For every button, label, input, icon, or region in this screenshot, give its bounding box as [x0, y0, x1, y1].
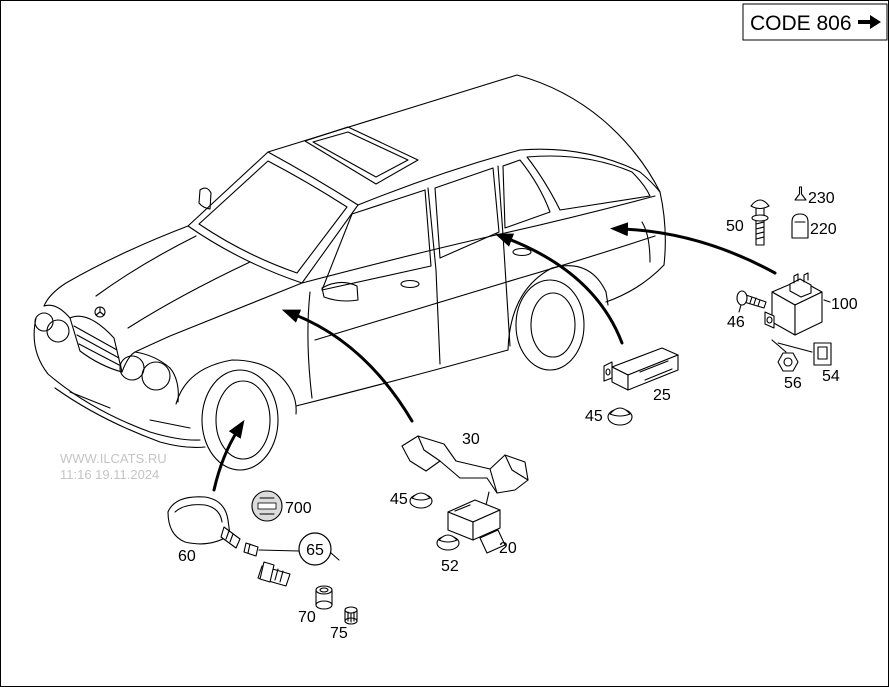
code-label: CODE 806	[750, 12, 852, 35]
part-drawing-52	[436, 534, 460, 551]
callout-30[interactable]: 30	[462, 431, 480, 448]
pointer-arrow	[610, 222, 777, 275]
callout-700[interactable]: 700	[285, 500, 312, 517]
callout-100[interactable]: 100	[831, 296, 858, 313]
callout-75[interactable]: 75	[330, 625, 348, 642]
part-drawing-54	[777, 342, 832, 366]
part-drawing-220	[791, 213, 809, 239]
part-drawing-56	[771, 339, 799, 372]
callout-25[interactable]: 25	[653, 387, 671, 404]
part-drawing-230	[794, 186, 807, 201]
watermark-timestamp: 11:16 19.11.2024	[60, 467, 159, 482]
part-drawing-25	[603, 347, 679, 391]
car-outline	[33, 74, 666, 471]
part-drawing-75	[344, 606, 358, 625]
part-drawing-valve	[257, 561, 291, 587]
callout-56[interactable]: 56	[784, 375, 802, 392]
part-drawing-45-right	[607, 407, 633, 426]
pointer-arrow	[281, 309, 414, 423]
part-drawing-20	[447, 499, 506, 554]
pointer-arrow	[494, 233, 624, 345]
callout-230[interactable]: 230	[808, 190, 835, 207]
part-drawing-45-left	[409, 492, 433, 509]
callout-52[interactable]: 52	[441, 558, 459, 575]
callout-45-left[interactable]: 45	[390, 491, 408, 508]
part-drawing-70	[315, 585, 333, 610]
watermark-site: WWW.ILCATS.RU	[60, 451, 167, 466]
right-arrow-icon	[858, 15, 881, 29]
code-badge: CODE 806	[742, 3, 888, 41]
part-drawing-30	[401, 435, 529, 506]
callout-20[interactable]: 20	[499, 540, 517, 557]
callout-65-group-marker	[258, 532, 340, 566]
part-drawing-50	[750, 199, 770, 246]
part-drawing-valve-core	[243, 542, 259, 557]
pointer-arrow	[212, 419, 245, 492]
callout-65[interactable]: 65	[306, 542, 324, 559]
callout-50[interactable]: 50	[726, 218, 744, 235]
callout-46[interactable]: 46	[727, 314, 745, 331]
part-drawing-100	[764, 272, 831, 336]
callout-70[interactable]: 70	[298, 609, 316, 626]
part-drawing-60	[167, 496, 241, 549]
part-drawing-46	[736, 290, 767, 313]
callout-60[interactable]: 60	[178, 548, 196, 565]
callout-220[interactable]: 220	[810, 221, 837, 238]
part-drawing-700	[251, 490, 283, 522]
callout-45-right[interactable]: 45	[585, 408, 603, 425]
callout-54[interactable]: 54	[822, 368, 840, 385]
